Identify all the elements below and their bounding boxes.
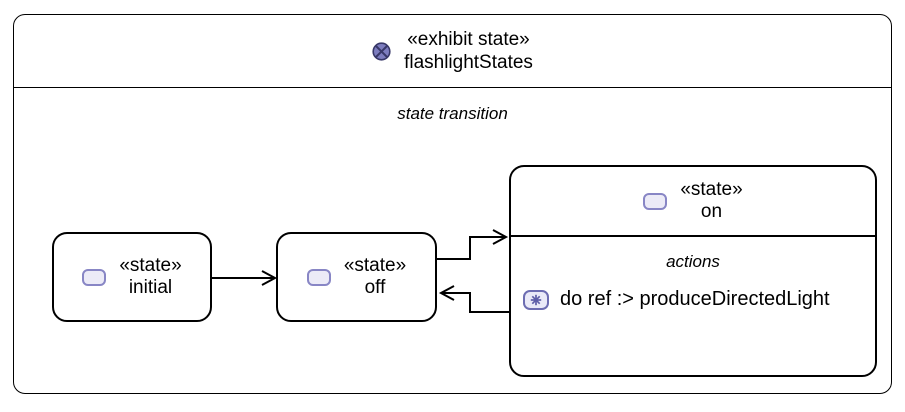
state-on-actions-compartment: actions do ref :> produceDirectedLight [511, 237, 875, 311]
state-node-initial: «state» initial [52, 232, 212, 322]
state-rounded-rect-icon [82, 268, 107, 286]
state-on-name-compartment: «state» on [511, 167, 875, 237]
state-on-title: «state» on [680, 179, 742, 223]
state-on-stereotype: «state» [680, 179, 743, 200]
frame-title-name: flashlightStates [404, 52, 533, 73]
state-off-name: off [364, 277, 386, 298]
frame-header: «exhibit state» flashlightStates [14, 15, 891, 88]
state-off-stereotype: «state» [343, 255, 407, 276]
state-node-off: «state» off [276, 232, 437, 322]
frame-title: «exhibit state» flashlightStates [404, 28, 533, 74]
state-rounded-rect-icon [643, 192, 668, 210]
state-off-title: «state» off [344, 255, 406, 299]
state-initial-title: «state» initial [119, 255, 181, 299]
state-on-name: on [700, 201, 723, 222]
state-rounded-rect-icon [306, 268, 331, 286]
action-item-row: do ref :> produceDirectedLight [511, 288, 875, 311]
exhibit-state-circled-x-icon [372, 41, 391, 61]
action-asterisk-icon [523, 289, 549, 310]
actions-compartment-label: actions [666, 252, 720, 271]
frame-title-stereotype: «exhibit state» [407, 29, 530, 50]
state-transition-compartment-label: state transition [397, 104, 508, 123]
state-node-on: «state» on actions do ref :> produceDire… [509, 165, 877, 377]
state-initial-name: initial [128, 277, 173, 298]
state-initial-stereotype: «state» [119, 255, 182, 276]
action-item-text: do ref :> produceDirectedLight [560, 288, 830, 310]
